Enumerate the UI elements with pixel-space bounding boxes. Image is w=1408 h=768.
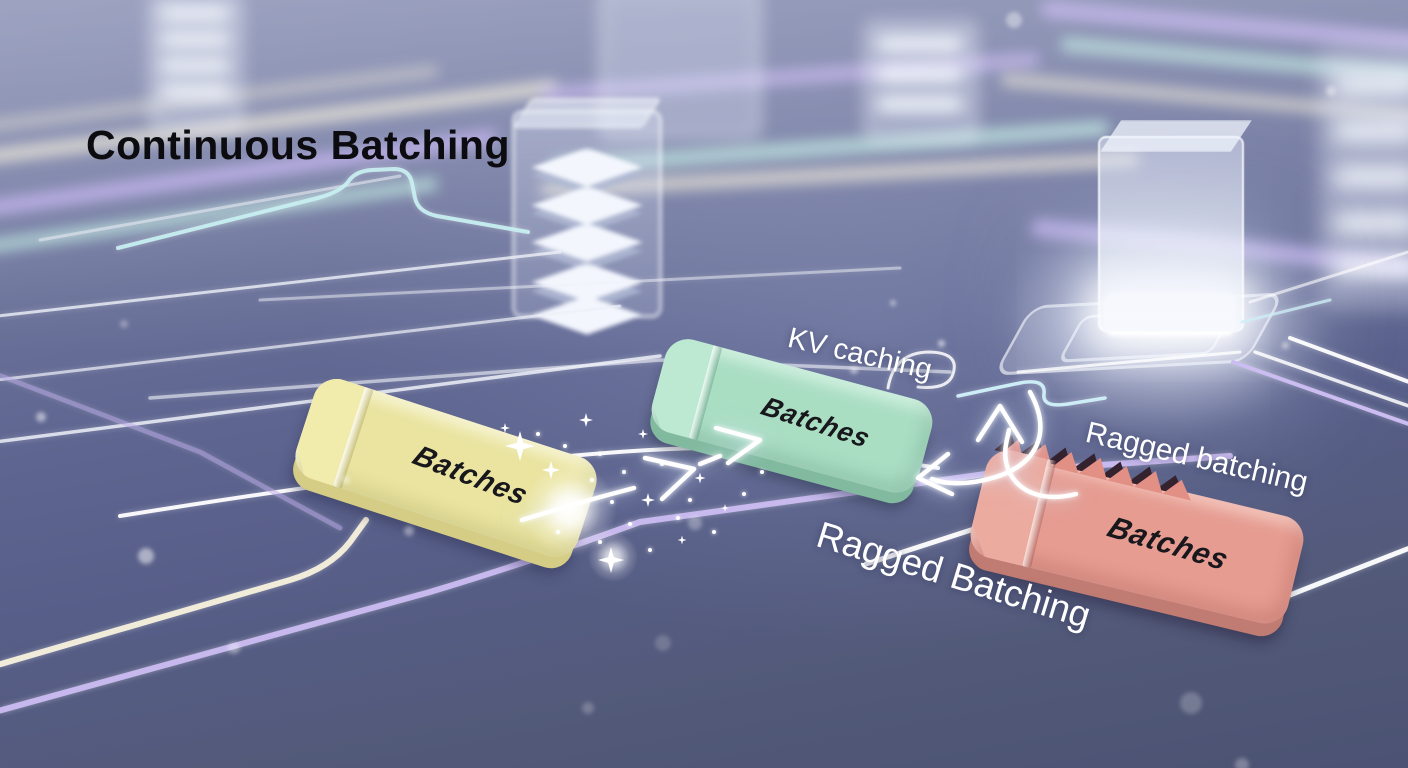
bokeh-light <box>582 702 594 714</box>
bokeh-light <box>342 476 350 484</box>
sparkle-icon <box>638 429 648 439</box>
chip-plate <box>160 6 230 21</box>
sparkle-dust <box>760 470 764 474</box>
sparkle-icon <box>721 504 729 512</box>
bokeh-light <box>404 526 414 536</box>
sparkle-dust <box>590 478 594 482</box>
glass-tower <box>1098 136 1244 332</box>
sparkle-dust <box>676 516 680 520</box>
chip-plate <box>160 58 230 73</box>
glass-box-tower <box>600 0 760 138</box>
bokeh-light <box>850 366 858 374</box>
sparkle-dust <box>598 540 602 544</box>
chip-plate <box>160 84 230 99</box>
bokeh-light <box>138 548 154 564</box>
bokeh-light <box>228 642 240 654</box>
chip-plate <box>1334 212 1408 234</box>
chip-stack-tower <box>865 22 977 140</box>
bokeh-light <box>1235 758 1249 768</box>
bokeh-light <box>655 635 671 651</box>
bokeh-light <box>890 300 896 306</box>
bokeh-light <box>938 340 945 347</box>
sparkle-dust <box>742 492 746 496</box>
sparkle-dust <box>598 452 602 456</box>
sparkle-dust <box>712 530 716 534</box>
glass-case <box>600 0 760 138</box>
chip-plate <box>1334 74 1408 96</box>
sparkle-icon <box>677 535 687 545</box>
sparkle-dust <box>622 470 626 474</box>
sparkle-dust <box>628 522 632 526</box>
bokeh-light <box>1180 692 1202 714</box>
glass-tower-top <box>1100 120 1252 152</box>
bokeh-light <box>688 516 702 530</box>
chip-plate <box>1334 120 1408 142</box>
bokeh-light <box>120 320 128 328</box>
chip-plate <box>1334 256 1408 278</box>
sparkle-dust <box>660 462 664 466</box>
chip-plate <box>877 66 963 82</box>
bokeh-light <box>36 412 46 422</box>
chip-plate <box>1334 166 1408 188</box>
chip-plate <box>877 96 963 112</box>
bokeh-light <box>1006 12 1022 28</box>
bokeh-light <box>1326 86 1336 96</box>
sparkle-dust <box>688 498 692 502</box>
sparkle-dust <box>610 500 614 504</box>
sparkle-dust <box>536 432 540 436</box>
page-title: Continuous Batching <box>86 122 511 168</box>
sparkle-dust <box>648 548 652 552</box>
sparkle-dust <box>563 444 567 448</box>
sparkle-icon <box>694 472 706 484</box>
sparkle-dust <box>556 530 560 534</box>
chip-stack-tower <box>150 0 242 130</box>
chip-plate <box>160 32 230 47</box>
bokeh-light <box>1282 342 1289 349</box>
sparkle-icon <box>500 423 510 433</box>
chip-plate <box>877 36 963 52</box>
chip-stack-tower-center <box>512 98 662 335</box>
